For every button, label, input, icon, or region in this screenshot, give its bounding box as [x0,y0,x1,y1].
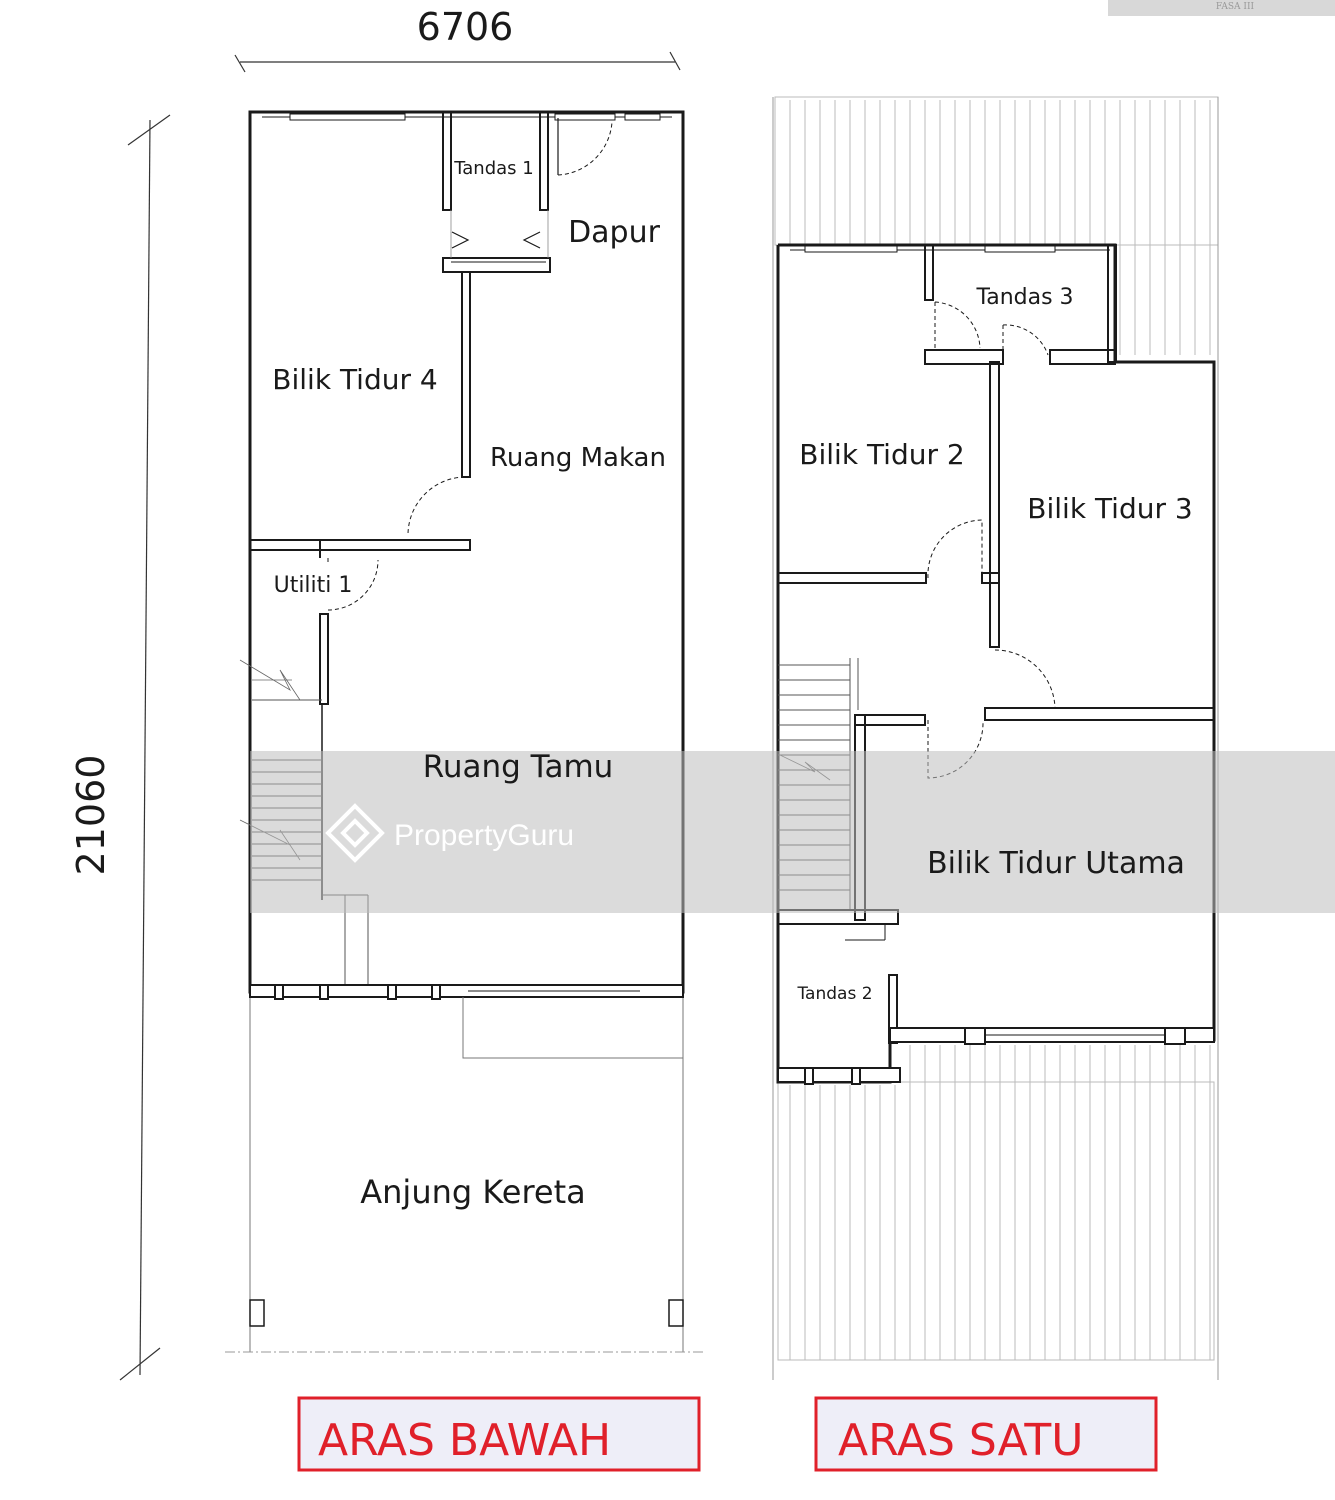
watermark-band [250,751,1335,913]
room-label-bedroom-4: Bilik Tidur 4 [272,363,437,396]
width-dimension-label: 6706 [417,5,514,49]
ground-floor-plan [225,110,705,1353]
room-label-toilet-2: Tandas 2 [796,984,872,1004]
room-label-car-porch: Anjung Kereta [360,1173,585,1211]
width-dimension [234,51,681,73]
room-label-toilet-3: Tandas 3 [975,285,1073,310]
depth-dimension-label: 21060 [69,755,113,876]
corner-tag-text: FASA III [1216,2,1255,12]
depth-dimension [119,114,171,1381]
level-label-first: ARAS SATU [814,1396,1158,1472]
watermark-brand: PropertyGuru [394,819,574,852]
corner-tag: FASA III [1108,0,1335,16]
room-label-bedroom-2: Bilik Tidur 2 [799,438,964,471]
room-label-kitchen: Dapur [568,215,661,250]
level-label-ground: ARAS BAWAH [297,1396,701,1472]
room-label-toilet-1: Tandas 1 [453,158,533,179]
level-label-ground-text: ARAS BAWAH [318,1415,611,1466]
room-label-master-bedroom: Bilik Tidur Utama [927,846,1185,881]
room-label-bedroom-3: Bilik Tidur 3 [1027,492,1192,525]
propertyguru-logo-icon [325,803,385,863]
room-label-dining: Ruang Makan [490,443,666,473]
room-label-living: Ruang Tamu [423,749,614,785]
level-label-first-text: ARAS SATU [838,1415,1083,1466]
room-label-utility: Utiliti 1 [274,573,353,598]
